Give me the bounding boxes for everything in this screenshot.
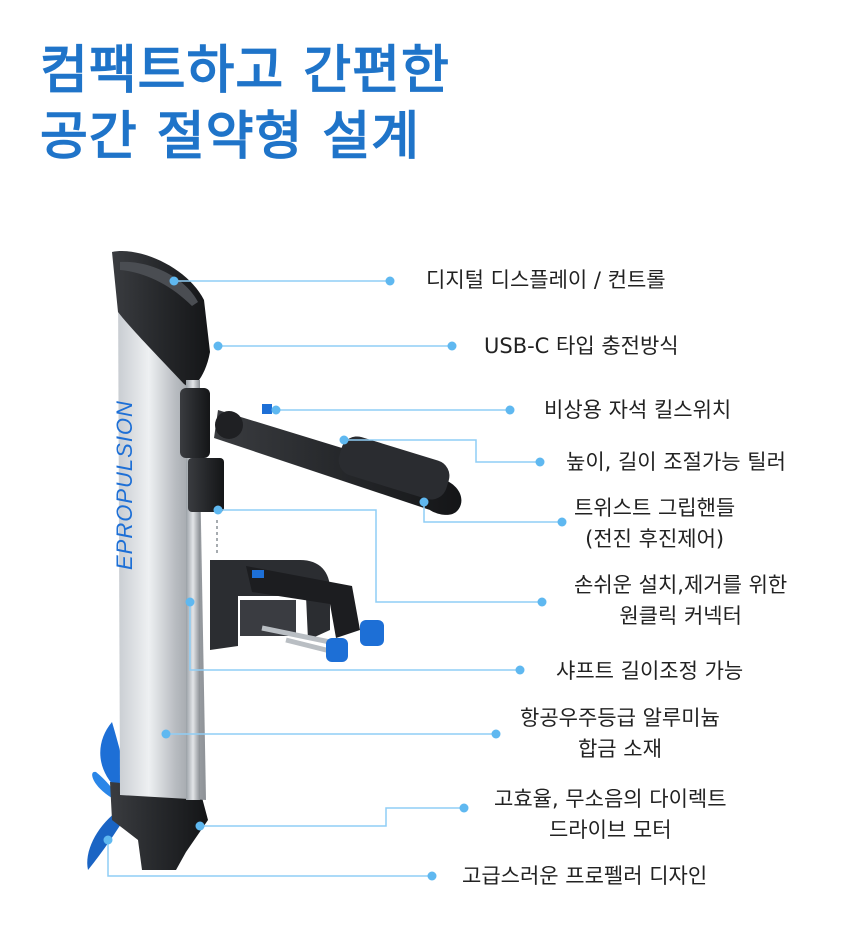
display-head — [112, 251, 210, 388]
clamp-knob-icon — [326, 638, 348, 662]
brand-logo: EPROPULSION — [112, 400, 137, 570]
feature-label-grip: 트위스트 그립핸들 (전진 후진제어) — [574, 496, 736, 551]
title-line-2: 공간 절약형 설계 — [40, 107, 421, 167]
callout-dots — [103, 276, 567, 881]
feature-label-tiller: 높이, 길이 조절가능 틸러 — [566, 450, 786, 474]
tiller-mount — [180, 388, 210, 458]
feature-label-motor: 고효율, 무소음의 다이렉트 드라이브 모터 — [494, 787, 727, 842]
feature-label-connector: 손쉬운 설치,제거를 위한 원클릭 커넥터 — [574, 573, 788, 628]
motor-housing — [110, 782, 208, 870]
connector-block — [188, 458, 224, 512]
page-title: 컴팩트하고 간편한 공간 절약형 설계 — [40, 38, 450, 170]
feature-label-aluminum: 항공우주등급 알루미늄 합금 소재 — [520, 706, 720, 761]
callout-lines — [107, 280, 562, 877]
clamp-knob-icon — [360, 620, 384, 646]
feature-label-display: 디지털 디스플레이 / 컨트롤 — [426, 268, 666, 292]
tiller-arm — [214, 404, 462, 515]
feature-label-shaft: 샤프트 길이조정 가능 — [556, 659, 744, 683]
feature-label-usb-c: USB-C 타입 충전방식 — [484, 334, 679, 358]
title-line-1: 컴팩트하고 간편한 — [40, 41, 450, 101]
feature-label-kill-switch: 비상용 자석 킬스위치 — [544, 398, 732, 422]
feature-label-propeller: 고급스러운 프로펠러 디자인 — [462, 864, 708, 888]
clamp-bracket — [210, 560, 384, 662]
